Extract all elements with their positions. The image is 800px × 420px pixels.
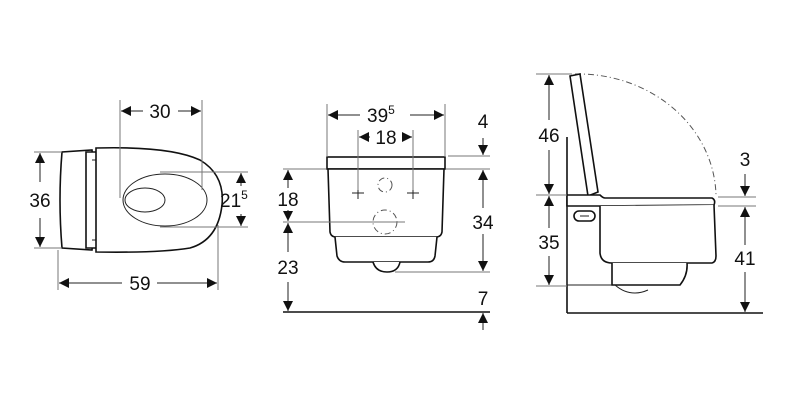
top-view: 30 36 215 59	[29, 100, 248, 295]
front-outlet	[372, 261, 401, 273]
front-fixing-points	[352, 187, 419, 199]
dim-18-height: 18	[277, 190, 298, 211]
dim-41: 41	[734, 249, 755, 270]
side-outlet	[614, 284, 649, 294]
dim-3: 3	[740, 150, 751, 171]
dim-59: 59	[129, 274, 150, 295]
dim-4: 4	[478, 112, 489, 133]
dim-30: 30	[149, 102, 170, 123]
front-body	[327, 168, 445, 238]
side-seat	[566, 194, 716, 207]
dim-35: 35	[538, 233, 559, 254]
dim-34: 34	[472, 213, 494, 234]
front-water-inlet	[377, 177, 393, 193]
top-bowl-outline	[95, 146, 224, 253]
side-lid-swing-arc	[574, 73, 717, 196]
side-frame	[566, 206, 612, 286]
top-bowl-opening	[124, 187, 166, 213]
top-bowl-rim	[122, 173, 208, 227]
front-view: 395 18 4 34 18 23 7	[277, 103, 494, 330]
front-lower	[334, 236, 438, 263]
side-lid	[569, 73, 599, 198]
side-lower	[611, 262, 688, 286]
side-bowl	[599, 204, 717, 264]
front-seat	[326, 156, 446, 170]
dim-21-5: 215	[220, 188, 248, 212]
dim-23: 23	[277, 258, 298, 279]
side-view: 46 35 3 41	[536, 73, 763, 314]
dim-36: 36	[29, 191, 50, 212]
dim-7: 7	[478, 289, 489, 310]
dim-18-fixing: 18	[375, 128, 396, 149]
dim-46: 46	[538, 126, 559, 147]
dim-39-5: 395	[367, 103, 395, 127]
